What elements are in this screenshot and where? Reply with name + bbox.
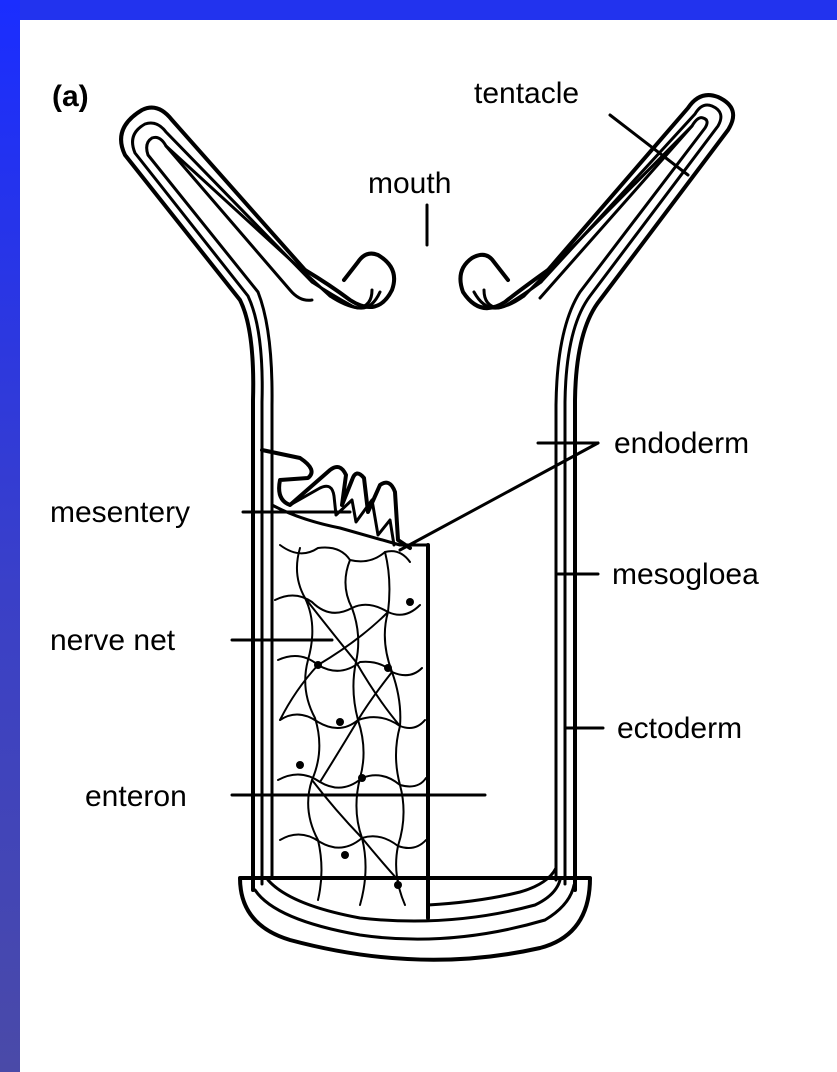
nerve-net (275, 545, 426, 905)
label-endoderm: endoderm (614, 427, 749, 460)
right-lip (460, 255, 548, 308)
left-tentacle-fold (166, 146, 312, 300)
base-inner-2 (268, 880, 560, 921)
mesentery-folds (262, 450, 410, 548)
right-tentacle-fold (540, 126, 692, 298)
label-nerve-net: nerve net (50, 624, 176, 657)
label-tentacle: tentacle (474, 77, 579, 110)
label-ectoderm: ectoderm (617, 712, 742, 745)
label-mesentery: mesentery (50, 496, 190, 529)
left-lip (305, 254, 394, 308)
label-enteron: enteron (85, 780, 187, 813)
base-inner-1 (255, 885, 574, 939)
panel-label: (a) (52, 80, 89, 113)
label-mouth: mouth (368, 167, 451, 200)
enteron-inner-base (428, 868, 556, 905)
label-mesogloea: mesogloea (612, 558, 759, 591)
base-outer (240, 878, 590, 960)
endoderm-pointer-2 (400, 443, 598, 550)
